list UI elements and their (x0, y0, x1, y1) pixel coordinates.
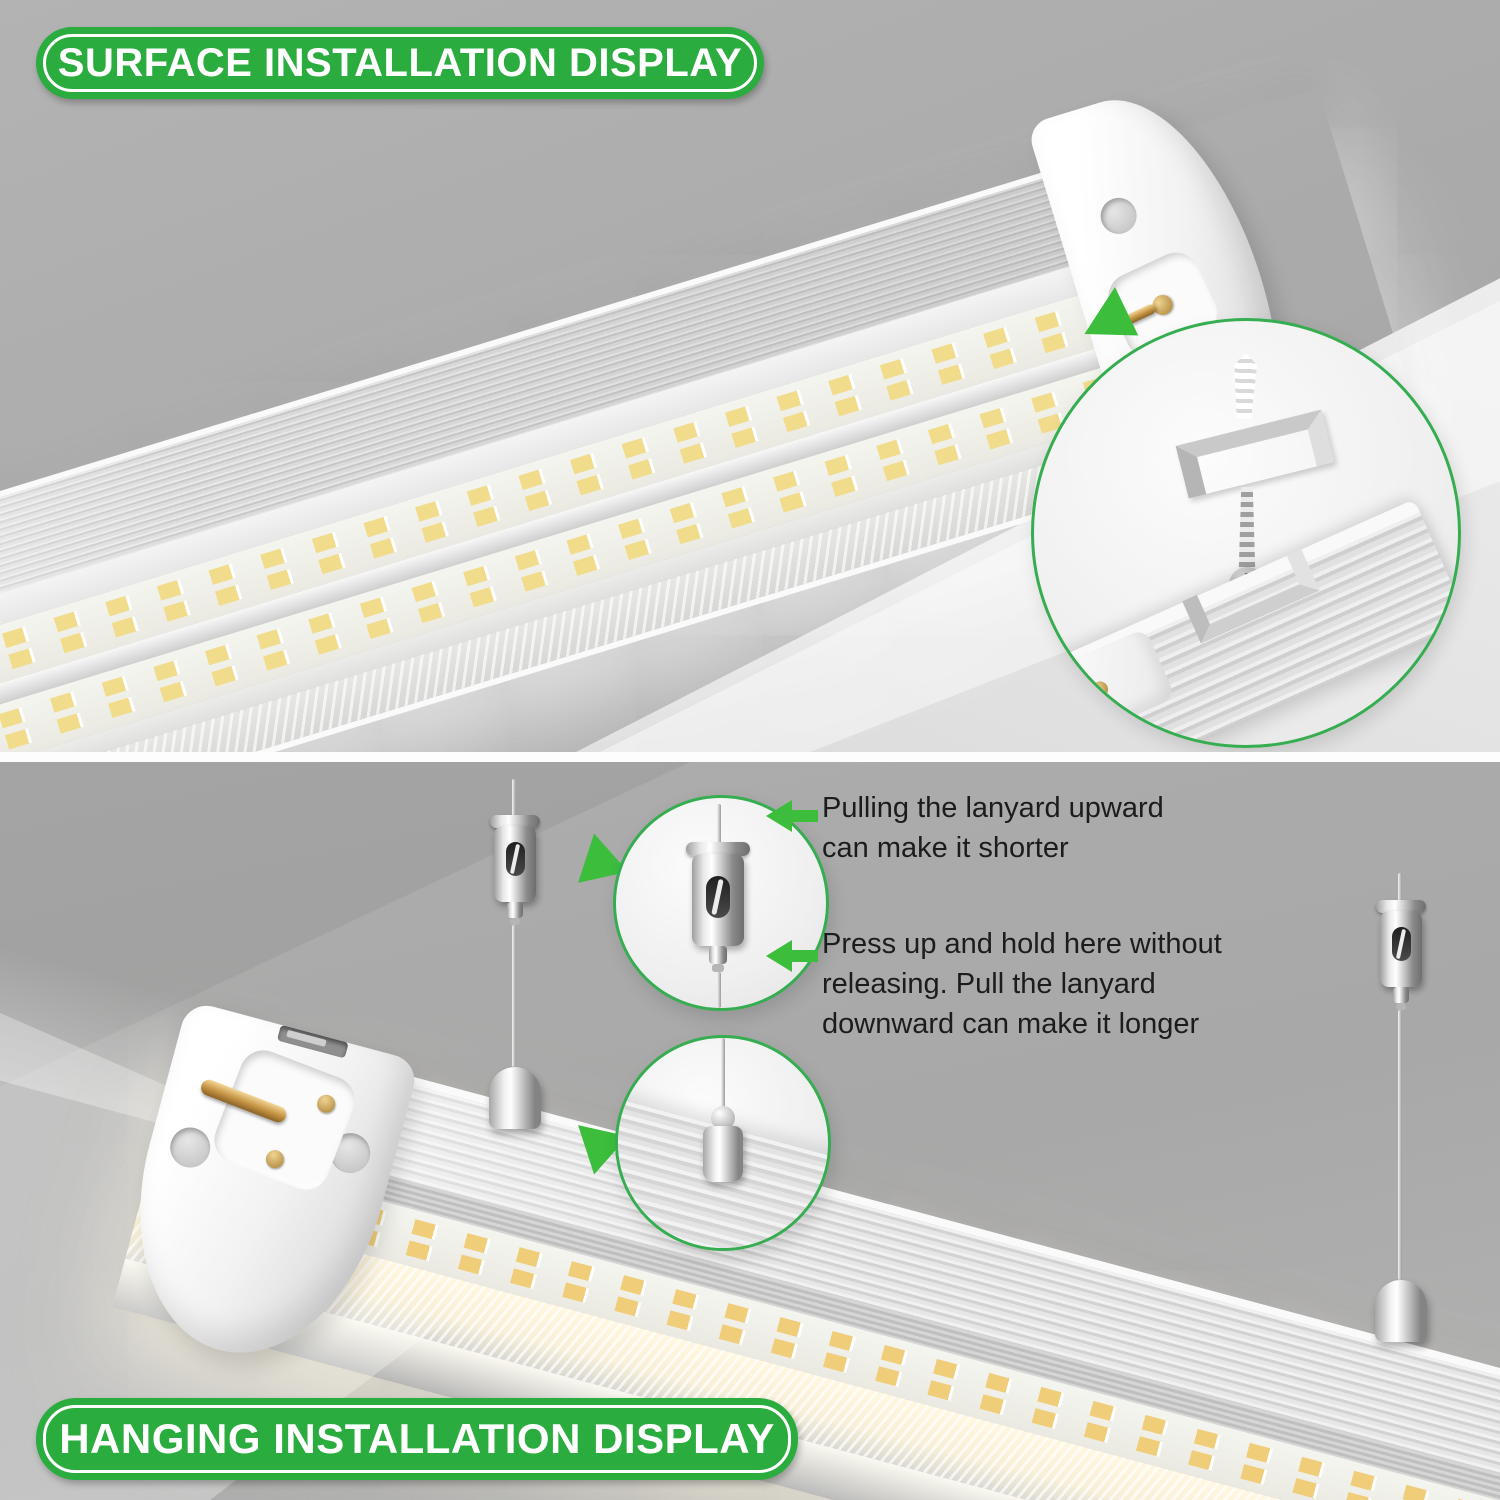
wire-loop (711, 878, 724, 916)
arrow-shaft (791, 950, 818, 962)
adjuster-flange (686, 842, 750, 856)
lanyard-adjuster (1380, 911, 1422, 987)
annotation-line: releasing. Pull the lanyard (822, 968, 1156, 1000)
green-arrow-icon (766, 800, 818, 832)
lanyard-right (1374, 762, 1430, 1362)
lanyard-end-connector (1375, 1280, 1427, 1342)
adjuster-nipple (709, 946, 727, 964)
adjuster-hole (1392, 927, 1411, 961)
lanyard-end-connector (489, 1067, 541, 1129)
adjuster-nipple (1393, 987, 1409, 1003)
wall-anchor (1229, 352, 1261, 419)
lanyard-wire (512, 925, 516, 1067)
wire-loop (1395, 928, 1407, 960)
lanyard-wire-tail (1398, 873, 1402, 903)
surface-mount-inset-circle (1031, 318, 1461, 748)
adjuster-flange (490, 815, 540, 828)
hanging-badge-label: HANGING INSTALLATION DISPLAY (59, 1415, 775, 1462)
adjuster-inset-circle (613, 795, 829, 1011)
lanyard-wire (717, 972, 721, 1008)
lanyard-wire-tail (717, 804, 721, 846)
arrow-head (766, 800, 792, 832)
arrow-head (766, 940, 792, 972)
lanyard-left (488, 762, 544, 1142)
adjuster-nipple (507, 902, 523, 918)
end-cap-screw-hole (165, 1123, 215, 1173)
panel-divider (0, 752, 1500, 762)
surface-badge-label: SURFACE INSTALLATION DISPLAY (57, 40, 743, 85)
end-cap-screw-hole (1096, 193, 1142, 239)
annotation-longer: Press up and hold here without releasing… (822, 924, 1222, 1044)
hanging-badge: HANGING INSTALLATION DISPLAY (36, 1398, 798, 1480)
lanyard-adjuster (692, 854, 744, 946)
lanyard-wire-tail (512, 779, 516, 819)
connector-pin (263, 1147, 287, 1171)
green-arrow-icon (766, 940, 818, 972)
connector-pin-long (198, 1077, 289, 1125)
hanging-installation-panel: Pulling the lanyard upward can make it s… (0, 762, 1500, 1500)
adjuster-ring (510, 918, 520, 925)
adjuster-hole (706, 876, 730, 918)
connector-inset-circle (615, 1035, 831, 1251)
surface-badge: SURFACE INSTALLATION DISPLAY (36, 27, 764, 99)
mounting-clip-upper (1175, 409, 1335, 499)
adjuster-hole (506, 842, 525, 876)
surface-installation-panel: SURFACE INSTALLATION DISPLAY (0, 0, 1500, 752)
adjuster-flange (1376, 900, 1426, 913)
annotation-line: downward can make it longer (822, 1008, 1200, 1040)
annotation-line: Press up and hold here without (822, 928, 1222, 960)
connector-pin (314, 1092, 338, 1116)
lanyard-adjuster (494, 826, 536, 902)
wire-loop (509, 843, 521, 875)
connector-pin (1089, 678, 1111, 700)
adjuster-ring (1396, 1003, 1406, 1010)
annotation-shorter: Pulling the lanyard upward can make it s… (822, 788, 1164, 868)
connector-recess (198, 1043, 362, 1197)
lanyard-wire (721, 1038, 725, 1114)
annotation-line: Pulling the lanyard upward (822, 792, 1164, 824)
lanyard-end-connector (703, 1126, 743, 1182)
arrow-shaft (791, 810, 818, 822)
adjuster-ring (712, 964, 724, 972)
annotation-line: can make it shorter (822, 832, 1069, 864)
lanyard-wire (1398, 1010, 1402, 1280)
mounting-screw (1238, 487, 1256, 571)
